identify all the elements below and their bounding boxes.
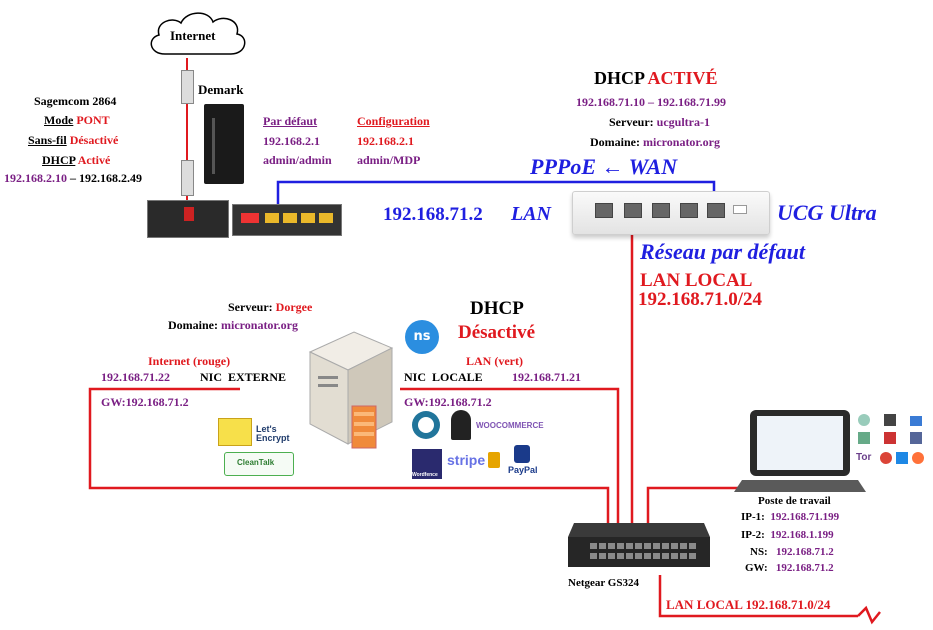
- edge-icon: [896, 452, 908, 464]
- spam-blocker-icon: [218, 418, 252, 446]
- workstation-title: Poste de travail: [758, 495, 831, 507]
- internet-cloud-icon: [150, 12, 246, 55]
- nethserver-logo-icon: ns: [405, 320, 439, 354]
- server-int-title: LAN (vert): [466, 354, 523, 368]
- terminal-icon: [884, 414, 896, 426]
- laptop-icon: [734, 410, 866, 492]
- server-dhcp-status: Désactivé: [458, 322, 536, 343]
- cleantalk-logo: CleanTalk: [224, 452, 294, 476]
- workstation-ip1: IP-1: 192.168.71.199: [741, 511, 840, 523]
- network-icon: [858, 432, 870, 444]
- sagemcom-dhcp: DHCP Activé: [42, 153, 111, 167]
- ucg-network-name: Réseau par défaut: [640, 239, 805, 264]
- virtualbox-icon: [910, 432, 922, 444]
- ont-device-icon: [147, 200, 229, 238]
- demark-label: Demark: [198, 82, 244, 97]
- workstation-app-icons: Tor: [856, 412, 930, 468]
- demark-connector-icon: [181, 70, 194, 104]
- ucg-domain: Domaine: micronator.org: [590, 135, 720, 149]
- ucg-lan-label: LAN: [511, 203, 551, 225]
- server-local-wire: [400, 387, 620, 540]
- woocommerce-logo: WOOCOMMERCE: [476, 421, 544, 430]
- workstation-wire: [646, 486, 758, 540]
- disc-icon: [858, 414, 870, 426]
- stripe-logo: stripe: [447, 452, 486, 468]
- modem-ports-icon: [232, 204, 342, 236]
- ucg-lan-ip: 192.168.71.2: [383, 204, 483, 225]
- server-int-nic: NIC LOCALE: [404, 370, 483, 384]
- switch-name: Netgear GS324: [568, 577, 639, 589]
- ucg-dhcp-range: 192.168.71.10 – 192.168.71.99: [576, 95, 726, 109]
- server-tower-icon: [308, 331, 394, 449]
- chrome-icon: [880, 452, 892, 464]
- server-ext-nic: NIC EXTERNE: [200, 370, 287, 384]
- sagemcom-mode: Mode PONT: [44, 113, 110, 127]
- defaults-credentials: admin/admin: [263, 153, 332, 167]
- workstation-gw: GW: 192.168.71.2: [745, 562, 834, 574]
- ucg-ultra-device-icon: [572, 191, 770, 235]
- server-name: Serveur: Dorgee: [228, 300, 313, 314]
- server-dhcp-label: DHCP: [470, 298, 524, 319]
- bottom-lan-local: LAN LOCAL 192.168.71.0/24: [666, 597, 831, 612]
- config-ip: 192.168.2.1: [357, 134, 414, 148]
- defaults-title: Par défaut: [263, 114, 318, 128]
- lock-icon: [488, 452, 500, 468]
- ninja-logo-icon: [451, 410, 471, 440]
- sagemcom-model: Sagemcom 2864: [34, 94, 117, 108]
- server-ext-title: Internet (rouge): [148, 354, 231, 368]
- lan-local-wire: [658, 575, 858, 618]
- letsencrypt-logo: Let's Encrypt: [256, 424, 290, 444]
- ucg-server: Serveur: ucgultra-1: [609, 115, 710, 129]
- server-domain: Domaine: micronator.org: [168, 318, 298, 332]
- server-int-gw: GW:192.168.71.2: [404, 395, 492, 409]
- ucg-dhcp-title: DHCP ACTIVÉ: [594, 68, 718, 88]
- workstation-ns: NS: 192.168.71.2: [750, 546, 834, 558]
- defaults-ip: 192.168.2.1: [263, 134, 320, 148]
- ucg-lan-local: LAN LOCAL: [640, 270, 753, 291]
- netgear-switch-icon: [568, 523, 710, 567]
- wordfence-logo: Wordfence: [412, 449, 442, 479]
- fiber-connector-icon: [181, 160, 194, 196]
- sagemcom-dhcp-range: 192.168.2.10 – 192.168.2.49: [4, 171, 142, 185]
- internet-label: Internet: [170, 28, 216, 43]
- config-credentials: admin/MDP: [357, 153, 421, 167]
- tool-icon: [884, 432, 896, 444]
- server-ext-gw: GW:192.168.71.2: [101, 395, 189, 409]
- firefox-icon: [912, 452, 924, 464]
- server-ext-ip: 192.168.71.22: [101, 370, 170, 384]
- lan-local-wire-break: [857, 605, 881, 625]
- server-int-ip: 192.168.71.21: [512, 370, 581, 384]
- ucg-pppoe-wan: PPPoE ← WAN: [530, 154, 678, 179]
- tor-icon: Tor: [856, 452, 872, 463]
- sagemcom-wifi: Sans-fil Désactivé: [28, 133, 119, 147]
- ucg-lan-subnet: 192.168.71.0/24: [638, 289, 763, 310]
- server-external-wire: [88, 387, 610, 540]
- config-title: Configuration: [357, 114, 430, 128]
- wordpress-logo-icon: [412, 411, 440, 439]
- window-icon: [910, 416, 922, 426]
- sagemcom-modem-icon: [204, 104, 244, 184]
- paypal-logo: PayPal: [506, 445, 542, 477]
- workstation-ip2: IP-2: 192.168.1.199: [741, 529, 834, 541]
- ucg-name: UCG Ultra: [777, 200, 877, 225]
